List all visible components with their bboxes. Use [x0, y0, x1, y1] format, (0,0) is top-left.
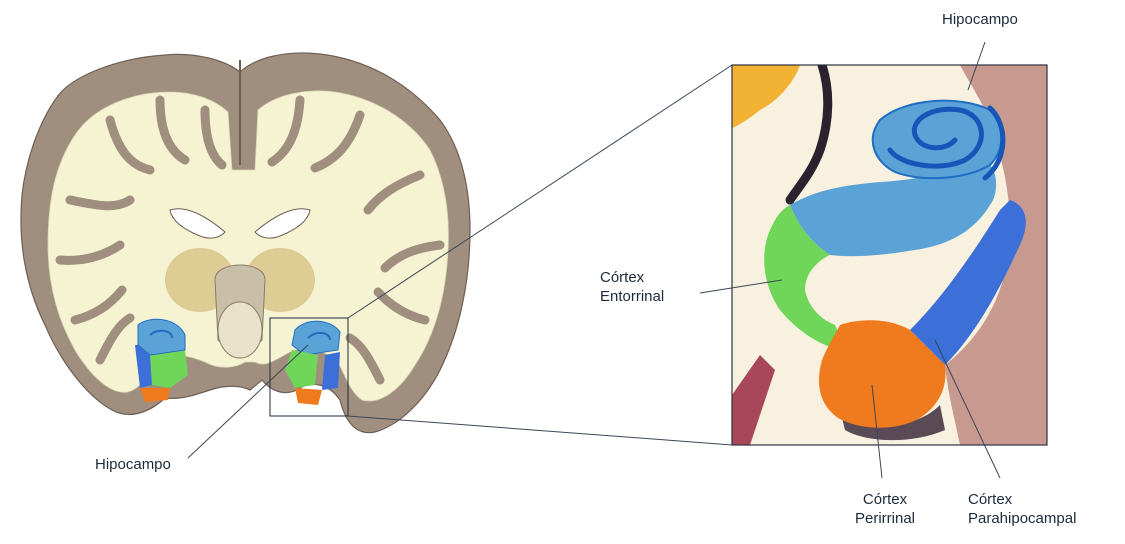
label-entorhinal-line1: Córtex [600, 268, 664, 287]
label-hippocampus-top: Hipocampo [942, 10, 1018, 29]
label-parahippocampal-line1: Córtex [968, 490, 1076, 509]
label-parahippocampal-line2: Parahipocampal [968, 509, 1076, 528]
label-perirhinal-line1: Córtex [840, 490, 930, 509]
label-perirhinal-line2: Perirrinal [840, 509, 930, 528]
label-perirhinal-cortex: Córtex Perirrinal [840, 490, 930, 528]
label-hippocampus-bottom: Hipocampo [95, 455, 171, 474]
left-perirhinal-region [140, 388, 170, 402]
label-parahippocampal-cortex: Córtex Parahipocampal [968, 490, 1076, 528]
zoom-connector-bottom [348, 416, 732, 445]
right-hippocampus-region [292, 321, 340, 355]
label-entorhinal-line2: Entorrinal [600, 287, 664, 306]
label-entorhinal-cortex: Córtex Entorrinal [600, 268, 664, 306]
right-perirhinal-region [295, 388, 322, 405]
brainstem [218, 302, 262, 358]
magnified-view [732, 65, 1047, 445]
coronal-brain-section [21, 53, 470, 433]
